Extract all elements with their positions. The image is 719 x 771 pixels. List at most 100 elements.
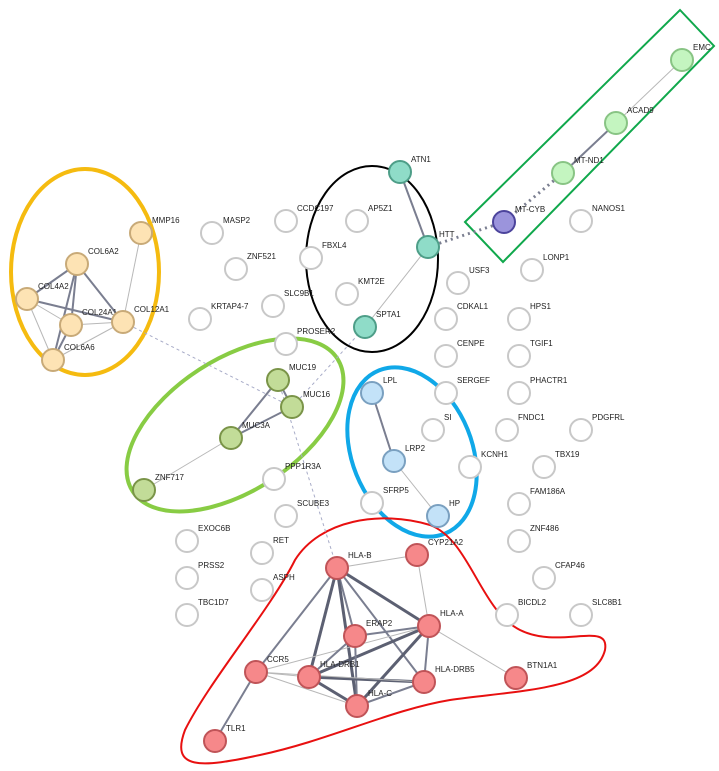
edge-MT-CYB-HTT[interactable] xyxy=(427,220,505,249)
node-circle[interactable] xyxy=(188,307,212,331)
edge-HLA-A-BTN1A1[interactable] xyxy=(428,625,517,679)
node-circle[interactable] xyxy=(551,161,575,185)
node-CCDC197[interactable]: CCDC197 xyxy=(274,204,334,233)
edge-HLA-A-HLA-DRB1[interactable] xyxy=(308,624,430,679)
node-circle[interactable] xyxy=(458,455,482,479)
node-MUC19[interactable]: MUC19 xyxy=(266,363,317,392)
node-circle[interactable] xyxy=(416,235,440,259)
edge-HLA-B-HLA-A[interactable] xyxy=(336,566,430,628)
node-circle[interactable] xyxy=(507,381,531,405)
node-circle[interactable] xyxy=(495,603,519,627)
edge-CCR5-TLR1[interactable] xyxy=(214,671,257,742)
node-SLC9B1[interactable]: SLC9B1 xyxy=(261,289,314,318)
node-circle[interactable] xyxy=(434,307,458,331)
node-HLA-DRB5[interactable]: HLA-DRB5 xyxy=(412,665,475,694)
node-HLA-B[interactable]: HLA-B xyxy=(325,551,372,580)
node-circle[interactable] xyxy=(129,221,153,245)
node-ACAD9[interactable]: ACAD9 xyxy=(604,106,654,135)
edge-HTT-SPTA1[interactable] xyxy=(364,246,429,328)
node-circle[interactable] xyxy=(532,455,556,479)
edge-CCR5-HLA-C[interactable] xyxy=(255,671,358,707)
node-CENPE[interactable]: CENPE xyxy=(434,339,485,368)
node-circle[interactable] xyxy=(412,670,436,694)
node-circle[interactable] xyxy=(569,209,593,233)
node-circle[interactable] xyxy=(262,467,286,491)
node-HTT[interactable]: HTT xyxy=(416,230,455,259)
node-LONP1[interactable]: LONP1 xyxy=(520,253,570,282)
node-circle[interactable] xyxy=(360,381,384,405)
node-circle[interactable] xyxy=(219,426,243,450)
node-MUC16[interactable]: MUC16 xyxy=(280,390,331,419)
node-ZNF717[interactable]: ZNF717 xyxy=(132,473,184,502)
node-CFAP46[interactable]: CFAP46 xyxy=(532,561,585,590)
node-SFRP5[interactable]: SFRP5 xyxy=(360,486,409,515)
node-circle[interactable] xyxy=(405,543,429,567)
node-PPP1R3A[interactable]: PPP1R3A xyxy=(262,462,322,491)
node-ZNF486[interactable]: ZNF486 xyxy=(507,524,559,553)
node-LRP2[interactable]: LRP2 xyxy=(382,444,426,473)
node-HP[interactable]: HP xyxy=(426,499,460,528)
edge-HLA-B-HLA-DRB1[interactable] xyxy=(307,567,339,678)
node-circle[interactable] xyxy=(111,310,135,334)
node-TGIF1[interactable]: TGIF1 xyxy=(507,339,553,368)
node-CYP21A2[interactable]: CYP21A2 xyxy=(405,538,464,567)
node-TBX19[interactable]: TBX19 xyxy=(532,450,580,479)
node-CDKAL1[interactable]: CDKAL1 xyxy=(434,302,489,331)
node-HLA-C[interactable]: HLA-C xyxy=(345,689,392,718)
node-COL6A6[interactable]: COL6A6 xyxy=(41,343,95,372)
node-circle[interactable] xyxy=(569,418,593,442)
node-circle[interactable] xyxy=(345,209,369,233)
node-circle[interactable] xyxy=(274,504,298,528)
node-circle[interactable] xyxy=(274,209,298,233)
edge-HLA-B-HLA-DRB5[interactable] xyxy=(336,567,425,683)
edge-ACAD9-MT-ND1[interactable] xyxy=(562,122,617,174)
node-circle[interactable] xyxy=(446,271,470,295)
node-circle[interactable] xyxy=(507,344,531,368)
node-KMT2E[interactable]: KMT2E xyxy=(335,277,385,306)
node-circle[interactable] xyxy=(297,665,321,689)
node-SCUBE3[interactable]: SCUBE3 xyxy=(274,499,330,528)
node-circle[interactable] xyxy=(507,529,531,553)
node-circle[interactable] xyxy=(41,348,65,372)
node-circle[interactable] xyxy=(495,418,519,442)
node-MMP16[interactable]: MMP16 xyxy=(129,216,180,245)
node-circle[interactable] xyxy=(507,492,531,516)
node-circle[interactable] xyxy=(532,566,556,590)
node-LPL[interactable]: LPL xyxy=(360,376,398,405)
node-SI[interactable]: SI xyxy=(421,413,452,442)
node-circle[interactable] xyxy=(360,491,384,515)
node-COL6A2[interactable]: COL6A2 xyxy=(65,247,119,276)
node-circle[interactable] xyxy=(345,694,369,718)
edge-HLA-A-HLA-C[interactable] xyxy=(355,624,431,708)
node-circle[interactable] xyxy=(325,556,349,580)
node-circle[interactable] xyxy=(504,666,528,690)
edge-COL4A2-COL12A1[interactable] xyxy=(26,298,124,323)
node-PRSS2[interactable]: PRSS2 xyxy=(175,561,225,590)
node-TLR1[interactable]: TLR1 xyxy=(203,724,246,753)
edge-HLA-B-CCR5[interactable] xyxy=(255,567,338,673)
edge-HLA-A-CCR5[interactable] xyxy=(255,625,430,673)
node-MUC3A[interactable]: MUC3A xyxy=(219,421,271,450)
node-EXOC6B[interactable]: EXOC6B xyxy=(175,524,230,553)
node-circle[interactable] xyxy=(250,578,274,602)
node-circle[interactable] xyxy=(65,252,89,276)
node-CCR5[interactable]: CCR5 xyxy=(244,655,289,684)
edge-HLA-B-CYP21A2[interactable] xyxy=(336,554,418,569)
node-circle[interactable] xyxy=(274,332,298,356)
node-circle[interactable] xyxy=(244,660,268,684)
node-HLA-A[interactable]: HLA-A xyxy=(417,609,464,638)
node-PHACTR1[interactable]: PHACTR1 xyxy=(507,376,568,405)
node-PROSER2[interactable]: PROSER2 xyxy=(274,327,336,356)
edge-HLA-A-ERAP2[interactable] xyxy=(354,625,430,637)
node-NANOS1[interactable]: NANOS1 xyxy=(569,204,625,233)
node-circle[interactable] xyxy=(417,614,441,638)
edge-COL6A2-COL12A1[interactable] xyxy=(76,263,124,323)
edge-CCR5-HLA-DRB5[interactable] xyxy=(255,671,425,683)
node-circle[interactable] xyxy=(343,624,367,648)
node-KRTAP4-7[interactable]: KRTAP4-7 xyxy=(188,302,249,331)
node-circle[interactable] xyxy=(507,307,531,331)
node-circle[interactable] xyxy=(604,111,628,135)
node-circle[interactable] xyxy=(434,381,458,405)
node-circle[interactable] xyxy=(250,541,274,565)
node-HPS1[interactable]: HPS1 xyxy=(507,302,551,331)
